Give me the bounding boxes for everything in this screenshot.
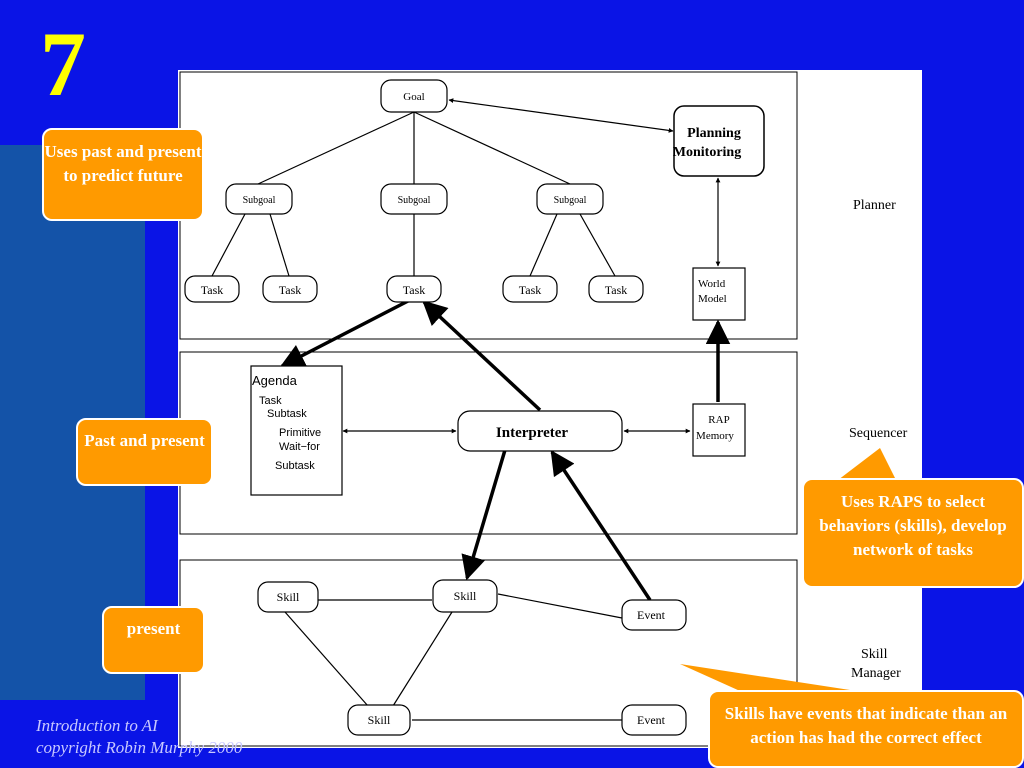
planner-tree-edges [211, 98, 721, 721]
skill-node [347, 704, 411, 736]
manager-layer-label: Manager [851, 666, 901, 681]
skill-label: Skill [368, 713, 391, 727]
rap-memory-node [692, 403, 746, 457]
planning-monitoring-node [673, 105, 765, 177]
subgoal-node [536, 183, 604, 215]
model-label: Model [698, 293, 727, 305]
task-label: Task [403, 283, 426, 297]
planner-layer-label: Planner [853, 198, 896, 213]
event-label: Event [637, 608, 666, 622]
task-label: Task [279, 283, 302, 297]
callout-present: present [102, 606, 205, 674]
subgoal-label: Subgoal [243, 195, 276, 206]
agenda-item: Subtask [275, 460, 315, 472]
skill-node [257, 581, 319, 613]
subgoal-node [380, 183, 448, 215]
subgoal-label: Subgoal [398, 195, 431, 206]
agenda-item: Wait−for [279, 441, 320, 453]
task-node [588, 275, 644, 303]
world-label: World [698, 278, 726, 290]
subgoal-node [225, 183, 293, 215]
goal-label: Goal [403, 91, 424, 103]
slide-number: 7 [40, 13, 86, 115]
callout-past-and-present: Past and present [76, 418, 213, 486]
task-node [262, 275, 318, 303]
agenda-box [250, 365, 343, 496]
task-label: Task [201, 283, 224, 297]
goal-node [380, 79, 448, 113]
callout-raps: Uses RAPS to select behaviors (skills), … [802, 478, 1024, 588]
memory-label: Memory [696, 430, 734, 442]
event-node [621, 704, 687, 736]
callout-skills-events: Skills have events that indicate than an… [708, 690, 1024, 768]
callout-past-present-future: Uses past and present to predict future [42, 128, 204, 221]
agenda-title: Agenda [252, 373, 298, 388]
interpreter-node [457, 410, 623, 452]
world-model-node [692, 267, 746, 321]
subgoal-label: Subgoal [554, 195, 587, 206]
agenda-item: Primitive [279, 427, 321, 439]
footer-copyright: copyright Robin Murphy 2000 [36, 738, 243, 757]
task-node [386, 275, 442, 303]
footer-course: Introduction to AI [36, 716, 158, 735]
control-flow-arrows [279, 298, 731, 601]
skill-label: Skill [277, 590, 300, 604]
skill-layer-label: Skill [861, 647, 888, 662]
task-node [502, 275, 558, 303]
sequencer-layer-label: Sequencer [849, 426, 908, 441]
rap-label: RAP [708, 414, 729, 426]
task-label: Task [605, 283, 628, 297]
task-node [184, 275, 240, 303]
planning-label: Planning [687, 126, 741, 141]
event-label: Event [637, 713, 666, 727]
skill-label: Skill [454, 589, 477, 603]
skill-node [432, 579, 498, 613]
monitoring-label: Monitoring [673, 145, 741, 160]
agenda-item: Subtask [267, 408, 307, 420]
interpreter-label: Interpreter [496, 425, 569, 441]
task-label: Task [519, 283, 542, 297]
event-node [621, 599, 687, 631]
raps-callout-pointer [838, 448, 896, 480]
agenda-item: Task [259, 395, 282, 407]
